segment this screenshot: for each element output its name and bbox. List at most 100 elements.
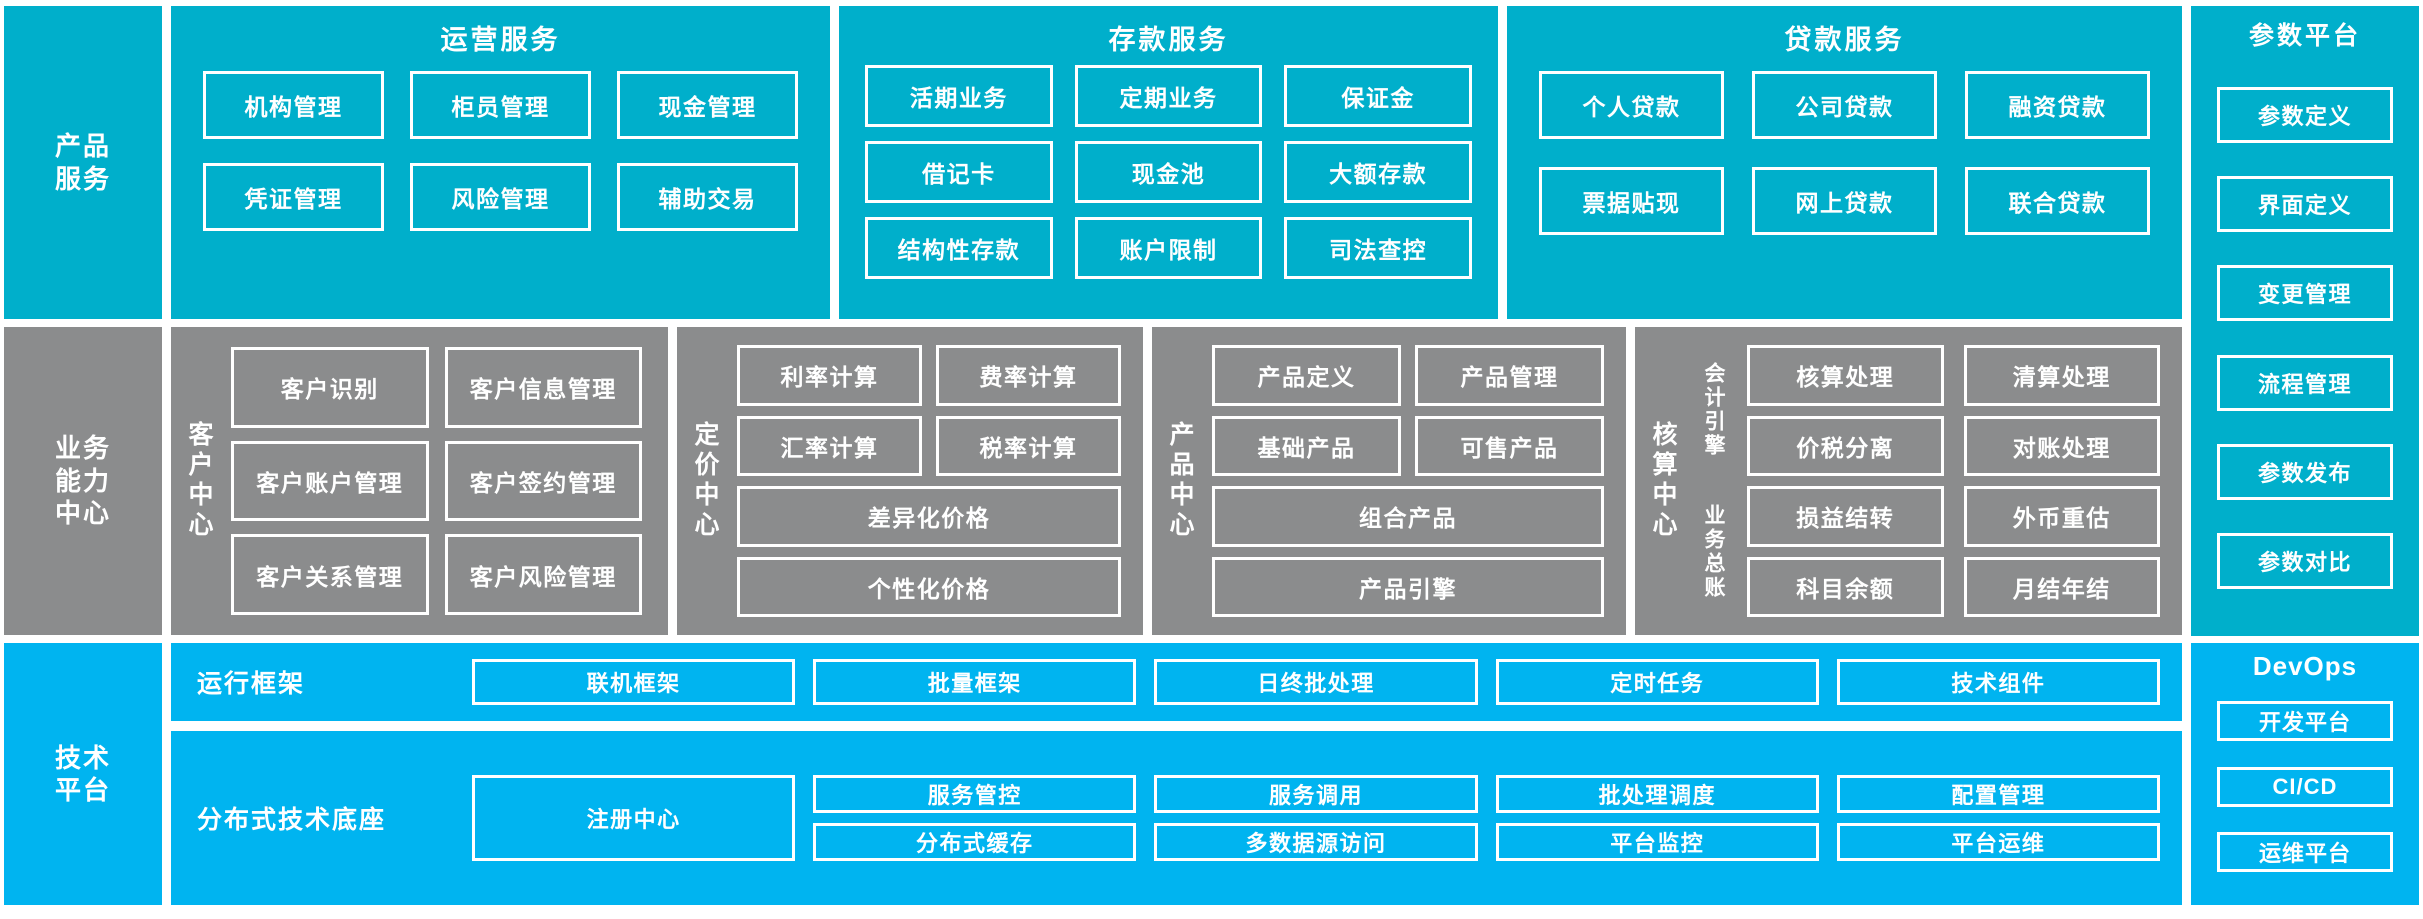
service-box[interactable]: 结构性存款	[865, 217, 1053, 279]
center-pricing: 定价中心 利率计算 费率计算 汇率计算 税率计算 差异化价格 个性化价格	[677, 327, 1143, 635]
accounting-center-grid: 核算处理 清算处理 价税分离 对账处理 损益结转 外币重估 科目余额 月结年结	[1743, 339, 2164, 623]
sublabel-accounting-engine: 会计引擎	[1702, 362, 1725, 458]
technology-platform-layer: 技术 平台 运行框架 联机框架 批量框架 日终批处理 定时任务 技术组件 分布式…	[4, 643, 2419, 905]
capability-box[interactable]: 客户签约管理	[444, 440, 642, 522]
capability-box[interactable]: 产品定义	[1212, 345, 1401, 406]
layer-label-business-capability: 业务 能力 中心	[4, 327, 162, 635]
capability-box[interactable]: 月结年结	[1963, 556, 2160, 617]
group-title-operations: 运营服务	[440, 25, 561, 55]
customer-center-grid: 客户识别 客户信息管理 客户账户管理 客户签约管理 客户关系管理 客户风险管理	[227, 339, 650, 623]
accounting-inner: 会计引擎 业务总账 核算处理 清算处理 价税分离 对账处理 损益结转 外币重估 …	[1691, 339, 2164, 623]
runtime-framework-items: 联机框架 批量框架 日终批处理 定时任务 技术组件	[472, 659, 2160, 705]
capability-box[interactable]: 客户风险管理	[444, 534, 642, 615]
service-box[interactable]: 凭证管理	[203, 163, 384, 231]
capability-box[interactable]: 客户关系管理	[231, 534, 429, 615]
capability-box[interactable]: 可售产品	[1415, 415, 1604, 476]
service-box[interactable]: 柜员管理	[410, 71, 591, 139]
layer-label-text: 业务 能力 中心	[54, 433, 111, 529]
base-box[interactable]: 批处理调度	[1495, 775, 1819, 813]
runtime-framework-row: 运行框架 联机框架 批量框架 日终批处理 定时任务 技术组件	[171, 643, 2182, 721]
capability-box-wide[interactable]: 组合产品	[1212, 486, 1604, 547]
parameter-box[interactable]: 参数对比	[2217, 532, 2393, 589]
capability-box[interactable]: 客户信息管理	[444, 347, 642, 428]
capability-box[interactable]: 核算处理	[1747, 345, 1944, 406]
service-box[interactable]: 公司贷款	[1752, 71, 1937, 139]
service-box[interactable]: 现金池	[1074, 141, 1263, 203]
group-deposit-services: 存款服务 活期业务 定期业务 保证金 借记卡 现金池 大额存款 结构性存款 账户…	[839, 6, 1498, 319]
capability-box[interactable]: 税率计算	[936, 415, 1121, 476]
base-box[interactable]: 分布式缓存	[813, 823, 1137, 861]
parameter-box[interactable]: 界面定义	[2217, 176, 2393, 233]
center-label-accounting: 核算中心	[1649, 421, 1677, 541]
center-product: 产品中心 产品定义 产品管理 基础产品 可售产品 组合产品 产品引擎	[1152, 327, 1626, 635]
capability-box-wide[interactable]: 差异化价格	[737, 486, 1121, 547]
service-box[interactable]: 借记卡	[865, 141, 1053, 203]
service-box[interactable]: 司法查控	[1284, 217, 1472, 279]
service-box[interactable]: 融资贷款	[1965, 71, 2150, 139]
layer-label-product-service: 产品 服务	[4, 6, 162, 319]
service-box[interactable]: 联合贷款	[1965, 167, 2150, 235]
base-box[interactable]: 服务调用	[1154, 775, 1478, 813]
capability-box[interactable]: 客户识别	[231, 347, 429, 428]
deposit-services-grid: 活期业务 定期业务 保证金 借记卡 现金池 大额存款 结构性存款 账户限制 司法…	[839, 57, 1498, 279]
group-title-loan: 贷款服务	[1784, 25, 1905, 55]
group-loan-services: 贷款服务 个人贷款 公司贷款 融资贷款 票据贴现 网上贷款 联合贷款	[1507, 6, 2182, 319]
framework-box[interactable]: 批量框架	[813, 659, 1137, 705]
capability-box-wide[interactable]: 个性化价格	[737, 556, 1121, 617]
layer-label-text: 技术 平台	[54, 742, 111, 806]
capability-box[interactable]: 外币重估	[1963, 486, 2160, 547]
base-box[interactable]: 服务管控	[813, 775, 1137, 813]
parameter-box[interactable]: 参数定义	[2217, 87, 2393, 144]
framework-box[interactable]: 定时任务	[1495, 659, 1819, 705]
service-box[interactable]: 机构管理	[203, 71, 384, 139]
framework-box[interactable]: 技术组件	[1836, 659, 2160, 705]
capability-box[interactable]: 科目余额	[1747, 556, 1944, 617]
capability-box[interactable]: 损益结转	[1747, 486, 1944, 547]
capability-box[interactable]: 基础产品	[1212, 415, 1401, 476]
capability-box[interactable]: 汇率计算	[737, 415, 922, 476]
loan-services-grid: 个人贷款 公司贷款 融资贷款 票据贴现 网上贷款 联合贷款	[1507, 57, 2182, 235]
service-box[interactable]: 大额存款	[1284, 141, 1472, 203]
service-box[interactable]: 现金管理	[617, 71, 798, 139]
parameter-platform-items: 参数定义 界面定义 变更管理 流程管理 参数发布 参数对比	[2191, 52, 2419, 636]
service-box[interactable]: 保证金	[1284, 65, 1472, 127]
base-box[interactable]: 平台运维	[1836, 823, 2160, 861]
parameter-box[interactable]: 参数发布	[2217, 443, 2393, 500]
layer-label-technology-platform: 技术 平台	[4, 643, 162, 905]
parameter-box[interactable]: 变更管理	[2217, 265, 2393, 322]
product-service-layer: 产品 服务 运营服务 机构管理 柜员管理 现金管理 凭证管理 风险管理 辅助交易…	[4, 6, 2419, 319]
service-box[interactable]: 风险管理	[410, 163, 591, 231]
base-box[interactable]: 平台监控	[1495, 823, 1819, 861]
operations-services-grid: 机构管理 柜员管理 现金管理 凭证管理 风险管理 辅助交易	[171, 57, 830, 231]
service-box[interactable]: 票据贴现	[1539, 167, 1724, 235]
devops-items: 开发平台 CI/CD 运维平台	[2191, 682, 2419, 893]
capability-box[interactable]: 费率计算	[936, 345, 1121, 406]
service-box[interactable]: 网上贷款	[1752, 167, 1937, 235]
service-box[interactable]: 定期业务	[1074, 65, 1263, 127]
capability-box[interactable]: 价税分离	[1747, 415, 1944, 476]
capability-box[interactable]: 对账处理	[1963, 415, 2160, 476]
service-box[interactable]: 辅助交易	[617, 163, 798, 231]
pricing-center-grid: 利率计算 费率计算 汇率计算 税率计算 差异化价格 个性化价格	[733, 339, 1125, 623]
registry-center-box[interactable]: 注册中心	[472, 775, 796, 861]
service-box[interactable]: 活期业务	[865, 65, 1053, 127]
devops-box[interactable]: 运维平台	[2217, 831, 2393, 872]
service-box[interactable]: 个人贷款	[1539, 71, 1724, 139]
capability-box[interactable]: 清算处理	[1963, 345, 2160, 406]
capability-box[interactable]: 客户账户管理	[231, 440, 429, 522]
devops-title: DevOps	[2252, 651, 2358, 681]
devops-box[interactable]: 开发平台	[2217, 701, 2393, 742]
devops-box[interactable]: CI/CD	[2217, 766, 2393, 807]
parameter-box[interactable]: 流程管理	[2217, 354, 2393, 411]
capability-box[interactable]: 利率计算	[737, 345, 922, 406]
parameter-platform-column: 参数平台 参数定义 界面定义 变更管理 流程管理 参数发布 参数对比	[2191, 6, 2419, 636]
base-box[interactable]: 配置管理	[1836, 775, 2160, 813]
capability-box-wide[interactable]: 产品引擎	[1212, 556, 1604, 617]
group-operations-services: 运营服务 机构管理 柜员管理 现金管理 凭证管理 风险管理 辅助交易	[171, 6, 830, 319]
service-box[interactable]: 账户限制	[1074, 217, 1263, 279]
framework-box[interactable]: 联机框架	[472, 659, 796, 705]
framework-box[interactable]: 日终批处理	[1154, 659, 1478, 705]
center-label-pricing: 定价中心	[691, 421, 719, 541]
base-box[interactable]: 多数据源访问	[1154, 823, 1478, 861]
capability-box[interactable]: 产品管理	[1415, 345, 1604, 406]
